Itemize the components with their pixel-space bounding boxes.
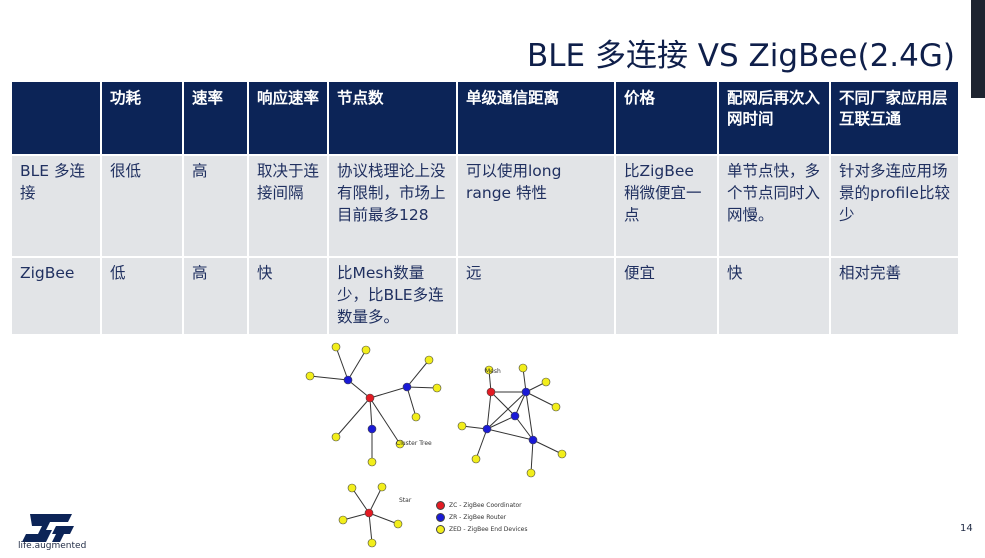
brand-tagline: life.augmented: [18, 541, 87, 551]
table-cell: BLE 多连接: [12, 154, 101, 257]
router-dot-icon: [436, 513, 445, 522]
legend-end-device: ZED - ZigBee End Devices: [436, 525, 527, 534]
coordinator-dot-icon: [436, 501, 445, 510]
table-cell: 便宜: [614, 256, 718, 334]
legend-label: ZR - ZigBee Router: [449, 514, 507, 521]
header-cell-interop: 不同厂家应用层互联互通: [829, 82, 958, 155]
table-cell: 快: [247, 256, 328, 334]
header-cell-empty: [12, 82, 101, 155]
page-number: 14: [960, 523, 973, 534]
table-cell: 远: [456, 256, 615, 334]
table-cell: 比ZigBee稍微便宜一点: [614, 154, 718, 257]
table-cell: 高: [182, 154, 248, 257]
st-logo-icon: [22, 514, 74, 542]
table-header-row: 功耗 速率 响应速率 节点数 单级通信距离 价格 配网后再次入网时间 不同厂家应…: [12, 82, 958, 155]
end-device-dot-icon: [436, 525, 445, 534]
legend-router: ZR - ZigBee Router: [436, 513, 506, 522]
slide-accent-bar: [971, 0, 985, 98]
table-cell: 协议栈理论上没有限制，市场上目前最多128: [327, 154, 457, 257]
table-cell: 取决于连接间隔: [247, 154, 328, 257]
comparison-table: 功耗 速率 响应速率 节点数 单级通信距离 价格 配网后再次入网时间 不同厂家应…: [12, 82, 958, 334]
zigbee-topology-diagram: Cluster Tree Mesh Star ZC - ZigBee Coord…: [296, 335, 576, 555]
topology-graphic: [305, 342, 567, 548]
table-row: BLE 多连接 很低 高 取决于连接间隔 协议栈理论上没有限制，市场上目前最多1…: [12, 154, 958, 257]
header-cell-rate: 速率: [182, 82, 248, 155]
mesh-label: Mesh: [485, 368, 501, 375]
table-cell: 可以使用long range 特性: [456, 154, 615, 257]
header-cell-rejoin: 配网后再次入网时间: [717, 82, 830, 155]
table-cell: 相对完善: [829, 256, 958, 334]
header-cell-nodes: 节点数: [327, 82, 457, 155]
table-cell: 单节点快，多个节点同时入网慢。: [717, 154, 830, 257]
cluster-tree-label: Cluster Tree: [396, 440, 432, 447]
table-cell: ZigBee: [12, 256, 101, 334]
legend-coordinator: ZC - ZigBee Coordinator: [436, 501, 522, 510]
table-cell: 低: [100, 256, 183, 334]
table-cell: 快: [717, 256, 830, 334]
legend-label: ZED - ZigBee End Devices: [449, 526, 528, 533]
table-cell: 很低: [100, 154, 183, 257]
header-cell-response: 响应速率: [247, 82, 328, 155]
table-cell: 高: [182, 256, 248, 334]
header-cell-price: 价格: [614, 82, 718, 155]
slide-title: BLE 多连接 VS ZigBee(2.4G): [526, 38, 955, 74]
star-label: Star: [399, 497, 412, 504]
table-row: ZigBee 低 高 快 比Mesh数量少，比BLE多连数量多。 远 便宜 快 …: [12, 256, 958, 334]
header-cell-power: 功耗: [100, 82, 183, 155]
table-cell: 比Mesh数量少，比BLE多连数量多。: [327, 256, 457, 334]
table-cell: 针对多连应用场景的profile比较少: [829, 154, 958, 257]
legend-label: ZC - ZigBee Coordinator: [449, 502, 522, 509]
header-cell-range: 单级通信距离: [456, 82, 615, 155]
